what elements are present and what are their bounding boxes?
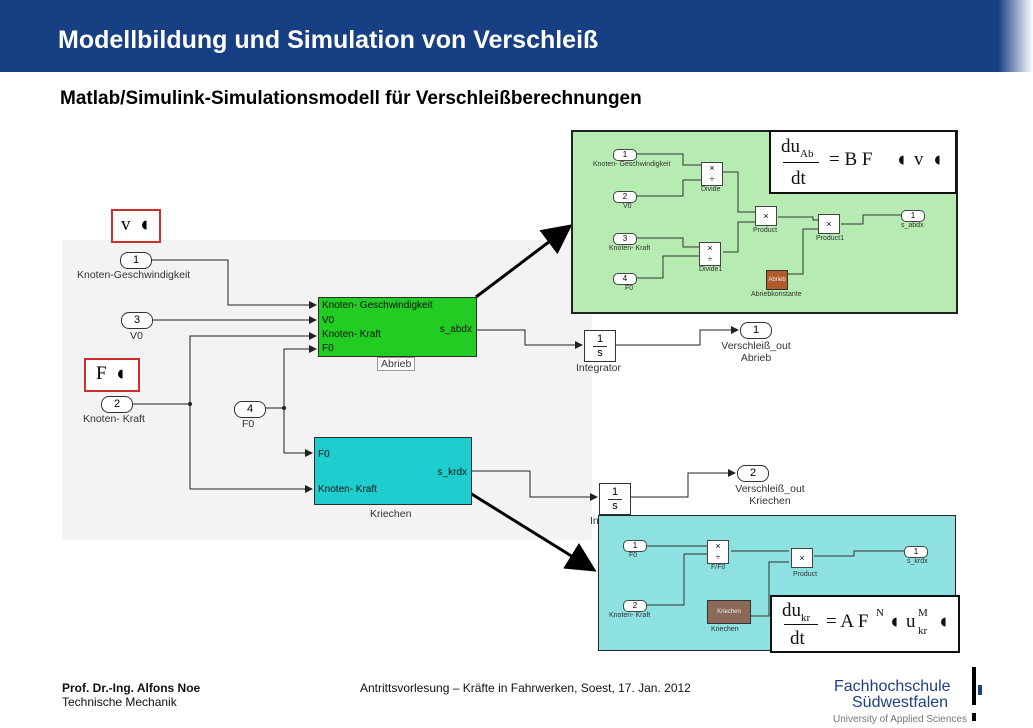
- logo-line1: Fachhochschule: [834, 678, 951, 695]
- wire-f0-abrieb: [283, 345, 317, 408]
- wire-int-out1: [615, 326, 739, 346]
- divide-block[interactable]: ×÷: [701, 162, 723, 186]
- inport-v0-label: V0: [130, 330, 143, 342]
- footer-department: Technische Mechanik: [62, 695, 177, 709]
- wire-int-out2: [631, 469, 736, 498]
- wire-abrieb-int: [476, 329, 583, 349]
- wire-f0-kriechen: [283, 408, 313, 457]
- paren-glyph: ◖: [931, 147, 944, 171]
- paren-glyph: ◖: [895, 147, 908, 171]
- wire-kriechen-int: [470, 470, 598, 501]
- outport-abrieb[interactable]: 1: [740, 322, 772, 339]
- product1-block[interactable]: ×: [818, 214, 840, 234]
- abrieb-block-name: Abrieb: [377, 357, 416, 371]
- wire-force-abrieb: [189, 332, 317, 404]
- wire-force-kriechen: [189, 404, 313, 493]
- formula-abrieb: duAb dt = B F ◖ v ◖: [769, 130, 957, 194]
- kriechen-detail-wires: [646, 545, 904, 617]
- divide1-block[interactable]: ×÷: [699, 242, 721, 266]
- integrator-abrieb-label: Integrator: [576, 362, 621, 374]
- kriechen-product-block[interactable]: ×: [791, 548, 813, 568]
- kriechen-block-name: Kriechen: [370, 508, 412, 520]
- abrieb-constant-block[interactable]: Abrieb: [766, 270, 788, 290]
- inport-v0[interactable]: 3: [121, 312, 153, 329]
- paren-glyph: ◖: [138, 212, 151, 236]
- footer-talk: Antrittsvorlesung – Kräfte in Fahrwerken…: [360, 681, 691, 695]
- abrieb-detail-wires: [636, 153, 901, 279]
- velocity-input-box: v ◖: [111, 209, 161, 243]
- zoom-arrow-abrieb: [475, 224, 573, 299]
- wire-velocity: [150, 259, 317, 309]
- integrator-kriechen[interactable]: 1 s: [599, 483, 631, 515]
- inport-force[interactable]: 2: [101, 396, 133, 413]
- paren-glyph: ◖: [114, 361, 127, 385]
- inport-velocity-label: Knoten-Geschwindigkeit: [77, 269, 191, 281]
- kriechen-constant-block[interactable]: Kriechen: [707, 600, 751, 624]
- inport-velocity[interactable]: 1: [120, 252, 152, 269]
- ff0-divide-block[interactable]: ×÷: [707, 540, 729, 564]
- logo-mark-icon: [972, 667, 982, 721]
- slide-title: Modellbildung und Simulation von Verschl…: [58, 26, 599, 54]
- header-bar: [0, 0, 998, 72]
- paren-glyph: ◖: [888, 609, 901, 633]
- logo-line2: Südwestfalen: [852, 694, 949, 711]
- formula-kriechen: dukr dt = A F N ◖ u M kr ◖: [770, 595, 960, 653]
- inport-f0[interactable]: 4: [234, 401, 266, 418]
- abrieb-subsystem-block[interactable]: Knoten- Geschwindigkeit V0 Knoten- Kraft…: [318, 297, 477, 357]
- footer-author: Prof. Dr.-Ing. Alfons Noe: [62, 681, 201, 695]
- paren-glyph: ◖: [937, 609, 950, 633]
- slide-subtitle: Matlab/Simulink-Simulationsmodell für Ve…: [60, 88, 642, 109]
- kriechen-subsystem-block[interactable]: F0 Knoten- Kraft s_krdx: [314, 437, 472, 505]
- inport-f0-label: F0: [242, 418, 255, 430]
- integrator-kriechen-label: In: [590, 515, 599, 527]
- product-block[interactable]: ×: [755, 206, 777, 226]
- integrator-abrieb[interactable]: 1 s: [584, 330, 616, 362]
- inport-force-label: Knoten- Kraft: [83, 413, 145, 425]
- zoom-arrow-kriechen: [469, 491, 597, 572]
- outport-kriechen[interactable]: 2: [737, 465, 769, 482]
- header-fade: [998, 0, 1033, 72]
- logo-line3: University of Applied Sciences: [833, 714, 967, 725]
- force-input-box: F ◖: [84, 358, 140, 392]
